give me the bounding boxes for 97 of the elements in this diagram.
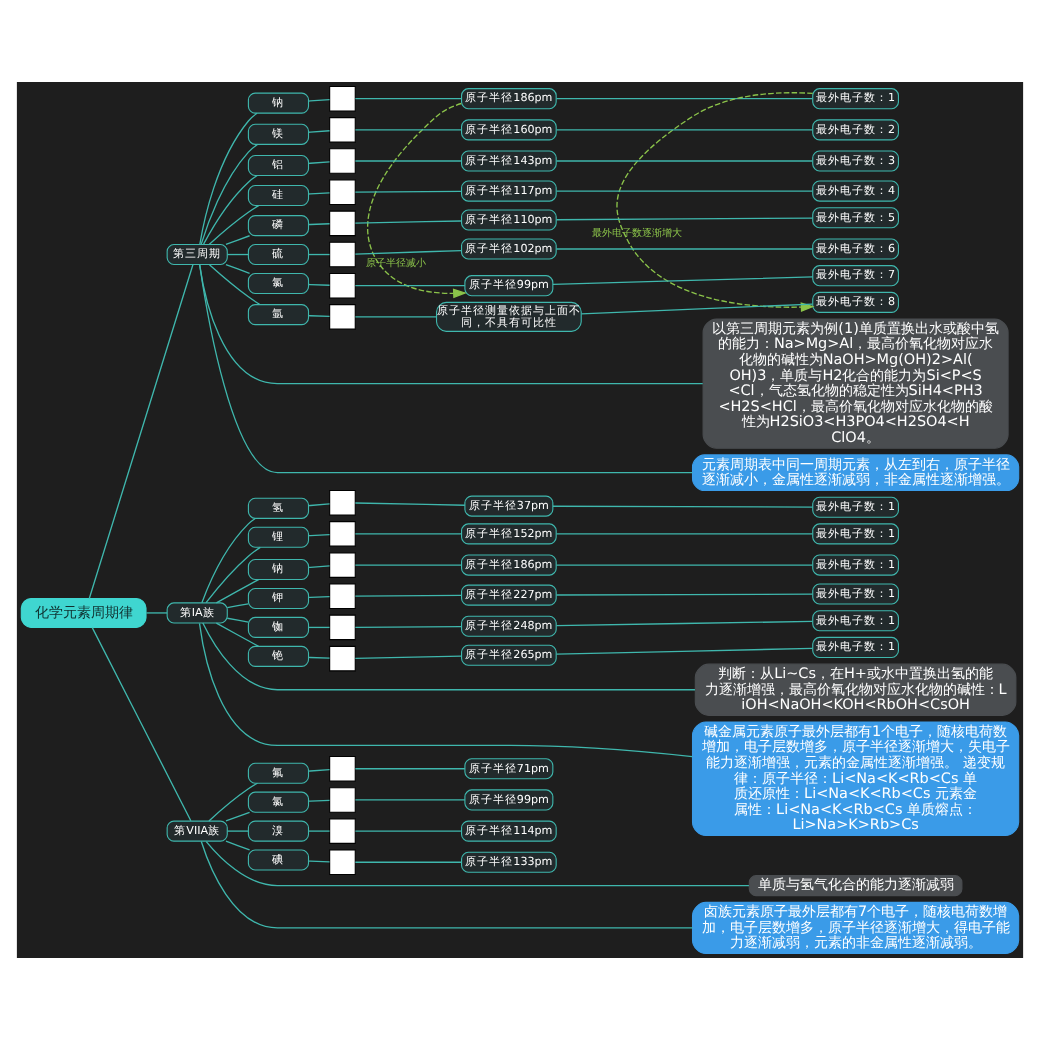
connector bbox=[205, 546, 261, 604]
connector bbox=[555, 647, 814, 655]
connector bbox=[307, 223, 331, 226]
connector bbox=[354, 160, 462, 162]
connector bbox=[555, 129, 814, 131]
connector bbox=[555, 248, 814, 250]
connector bbox=[555, 620, 814, 627]
connector bbox=[307, 283, 331, 286]
node-box bbox=[329, 521, 356, 547]
connector bbox=[354, 625, 462, 628]
connector bbox=[307, 626, 331, 629]
connector bbox=[200, 840, 694, 929]
arrow bbox=[367, 102, 467, 299]
node-box bbox=[329, 241, 356, 268]
connector bbox=[198, 622, 693, 758]
connector bbox=[145, 612, 168, 614]
node-box bbox=[329, 755, 356, 782]
connector bbox=[307, 533, 331, 537]
node-box bbox=[329, 304, 356, 330]
connector bbox=[199, 264, 694, 474]
connector bbox=[205, 840, 750, 887]
connector bbox=[307, 192, 331, 195]
connector bbox=[199, 112, 258, 246]
connector bbox=[354, 768, 466, 770]
connector bbox=[91, 626, 192, 822]
connector bbox=[555, 98, 814, 100]
connector bbox=[225, 235, 251, 246]
connector bbox=[354, 249, 462, 255]
connector bbox=[307, 98, 331, 102]
connector bbox=[580, 303, 814, 315]
connector bbox=[307, 161, 331, 165]
connector bbox=[202, 622, 696, 691]
connector bbox=[307, 860, 331, 863]
connector bbox=[208, 264, 261, 306]
connector bbox=[307, 656, 331, 659]
connector bbox=[307, 830, 331, 832]
connector bbox=[226, 830, 250, 832]
connector bbox=[307, 130, 331, 133]
connector bbox=[354, 861, 462, 863]
connector bbox=[354, 190, 462, 193]
connector bbox=[354, 799, 466, 801]
arrow bbox=[616, 92, 815, 312]
connector bbox=[555, 533, 814, 535]
connector bbox=[354, 502, 466, 506]
connector bbox=[555, 564, 814, 566]
connector bbox=[307, 768, 331, 772]
connector bbox=[208, 782, 259, 822]
connector bbox=[354, 220, 462, 224]
node-box bbox=[329, 148, 356, 174]
connector bbox=[555, 593, 814, 596]
node-box bbox=[329, 583, 356, 610]
node-box bbox=[329, 552, 356, 578]
connector bbox=[208, 205, 260, 245]
connector bbox=[354, 316, 437, 318]
connector bbox=[226, 617, 250, 623]
node-box bbox=[329, 645, 356, 672]
connector bbox=[354, 533, 462, 535]
connector bbox=[202, 174, 258, 245]
connector bbox=[307, 253, 331, 256]
connector bbox=[307, 315, 331, 318]
connector bbox=[354, 830, 462, 832]
connector bbox=[307, 799, 331, 802]
connector bbox=[226, 253, 250, 256]
connector bbox=[307, 503, 331, 507]
connector bbox=[354, 594, 462, 597]
connector bbox=[354, 655, 462, 659]
connector bbox=[200, 143, 259, 246]
connector bbox=[307, 596, 331, 599]
connector bbox=[555, 217, 814, 221]
connector bbox=[552, 505, 814, 508]
connector bbox=[552, 276, 814, 286]
connector bbox=[198, 264, 704, 385]
node-box bbox=[329, 210, 356, 237]
node-box bbox=[329, 787, 356, 813]
connector bbox=[555, 190, 814, 192]
connector bbox=[201, 517, 256, 604]
node-box bbox=[329, 489, 356, 516]
node-box bbox=[329, 818, 356, 844]
connector bbox=[226, 603, 250, 609]
connector bbox=[225, 263, 251, 274]
connector bbox=[555, 160, 814, 162]
node-box bbox=[329, 117, 356, 143]
connector bbox=[354, 129, 462, 131]
connector bbox=[354, 285, 466, 287]
connector bbox=[354, 564, 462, 566]
node-box bbox=[329, 849, 356, 876]
connector bbox=[215, 578, 260, 604]
connector bbox=[307, 565, 331, 569]
connector bbox=[88, 264, 194, 600]
connector bbox=[354, 98, 462, 100]
connector bbox=[215, 622, 260, 647]
connector bbox=[225, 840, 251, 851]
connector bbox=[225, 811, 251, 822]
node-box bbox=[329, 272, 356, 299]
node-box bbox=[329, 179, 356, 205]
node-box bbox=[329, 614, 356, 641]
node-box bbox=[329, 85, 356, 112]
